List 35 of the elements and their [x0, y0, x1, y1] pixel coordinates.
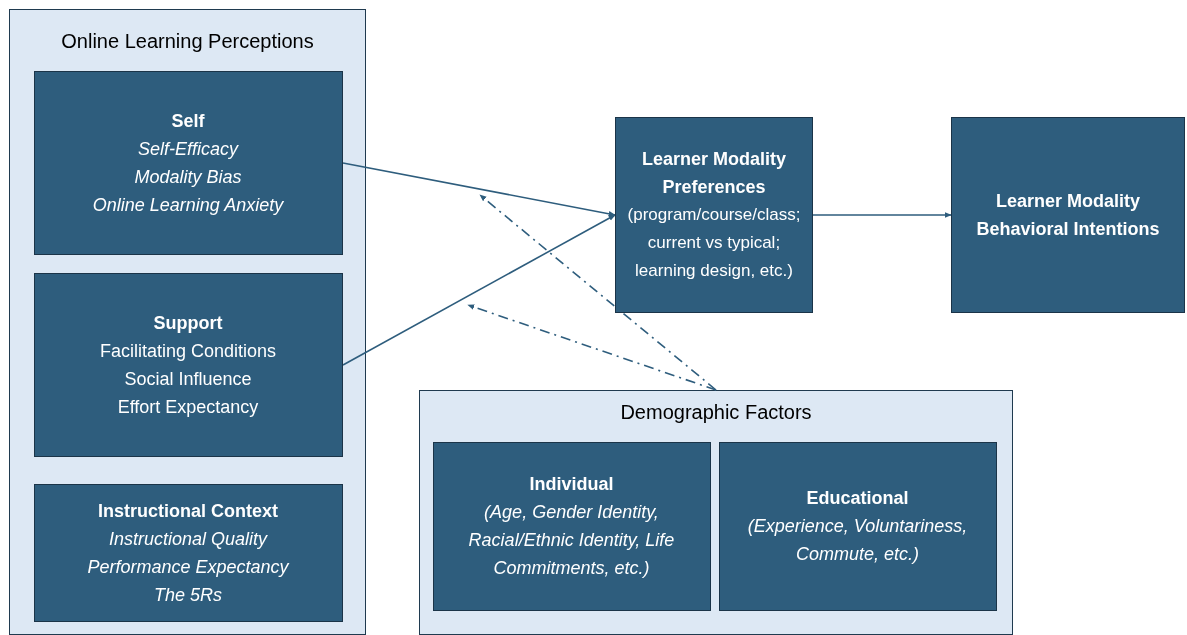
group-panel [9, 9, 366, 635]
box-text: (program/course/class; current vs typical; learning design, etc.) [626, 204, 802, 282]
factor-box [33, 272, 343, 457]
box-heading: Learner Modality Behavioral Intentions [975, 190, 1161, 241]
panel-title: Online Learning Perceptions [60, 30, 315, 53]
factor-box [33, 70, 343, 255]
box-text: Facilitating Conditions [99, 339, 277, 363]
box-heading: Learner Modality Preferences [640, 148, 787, 199]
box-text: Online Learning Anxiety [92, 193, 284, 217]
arrow [467, 304, 717, 391]
box-text: The 5Rs [154, 583, 222, 607]
box-text: (Experience, Voluntariness, Commute, etc.) [746, 515, 969, 566]
box-text: Social Influence [124, 367, 252, 391]
box-text: Performance Expectancy [87, 555, 289, 579]
factor-box [33, 483, 343, 622]
arrow [342, 162, 616, 217]
box-heading: Educational [806, 487, 909, 510]
box-text: Instructional Quality [108, 527, 268, 551]
arrow [812, 212, 952, 218]
factor-box [615, 117, 813, 313]
box-text: Modality Bias [134, 165, 242, 189]
box-heading: Instructional Context [98, 499, 278, 523]
box-heading: Self [171, 109, 205, 133]
box-heading: Support [153, 311, 223, 335]
factor-box [951, 117, 1185, 313]
box-text: (Age, Gender Identity, Racial/Ethnic Identity, Life Commitments, etc.) [467, 501, 676, 580]
factor-box [432, 441, 711, 611]
box-text: Effort Expectancy [117, 395, 259, 419]
group-panel [419, 390, 1013, 635]
arrow [479, 194, 717, 391]
box-text: Self-Efficacy [138, 137, 238, 161]
factor-box [718, 441, 997, 611]
arrow [342, 214, 616, 366]
panel-title: Demographic Factors [619, 401, 813, 424]
box-heading: Individual [529, 473, 614, 496]
